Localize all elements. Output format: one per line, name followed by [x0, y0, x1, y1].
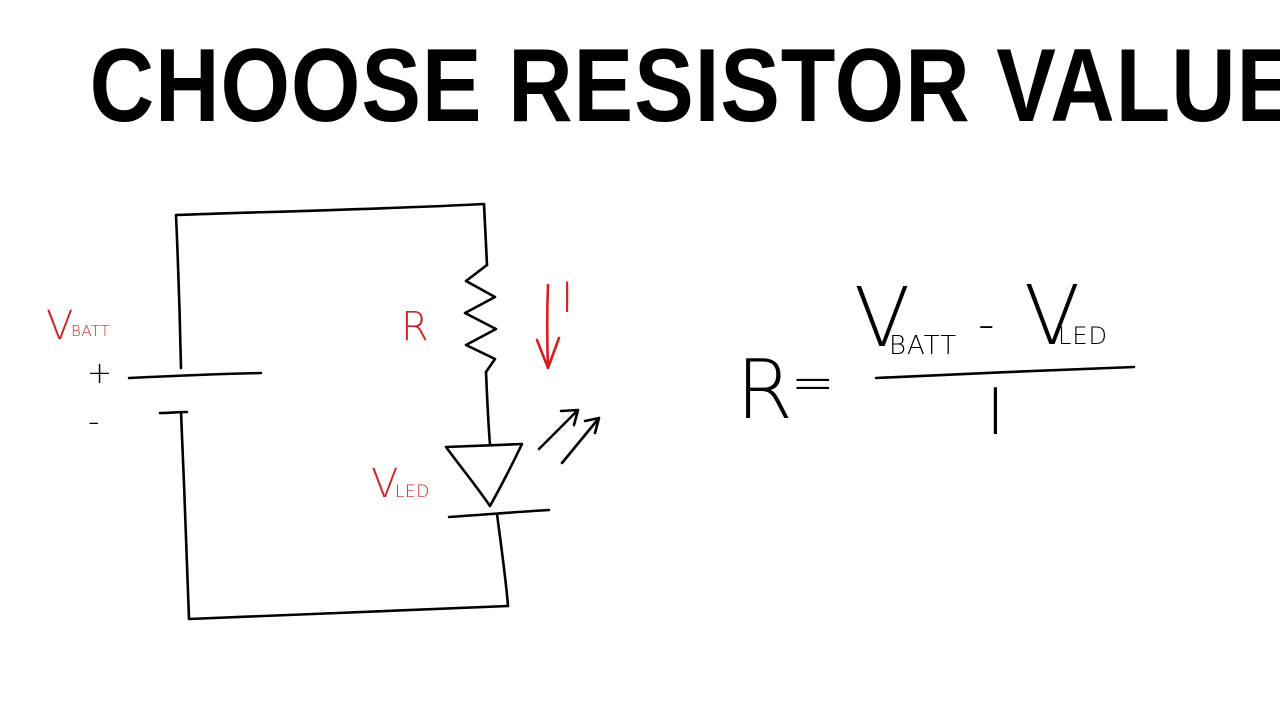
wire-resistor-to-led [484, 370, 492, 447]
wire-left-lower [179, 410, 191, 621]
fraction-bar [874, 365, 1136, 380]
battery-minus-sign: - [88, 402, 100, 440]
battery-plus-sign: + [87, 356, 112, 391]
wire-left-upper [174, 213, 183, 370]
page-title: CHOOSE RESISTOR VALUE [89, 28, 1280, 144]
battery-short-plate [158, 410, 189, 415]
led-symbol [444, 442, 524, 508]
wire-bottom [187, 604, 510, 621]
led-cathode-bar [447, 508, 551, 519]
wire-right-to-resistor [482, 202, 489, 267]
led-light-arrow-2 [560, 416, 601, 465]
formula-lhs: R [736, 343, 793, 438]
denominator-current: I [986, 376, 1005, 450]
led-voltage-label: V [371, 461, 398, 507]
battery-voltage-label: V [46, 303, 73, 349]
wire-right-lower [495, 512, 510, 608]
battery-long-plate [127, 371, 263, 380]
led-light-arrow-1 [537, 408, 580, 451]
battery-voltage-subscript: BATT [71, 322, 110, 340]
led-voltage-subscript: LED [395, 482, 430, 502]
resistor-symbol [463, 263, 498, 374]
numerator-v-led: V [1024, 269, 1080, 364]
numerator-minus: - [978, 297, 995, 351]
numerator-batt-subscript: BATT [889, 331, 957, 361]
wire-top [174, 202, 486, 217]
resistor-label: R [401, 304, 429, 350]
formula-equals: = [791, 353, 835, 413]
current-arrow [535, 283, 561, 370]
current-label: I [561, 273, 573, 322]
numerator-v-batt: V [854, 271, 910, 366]
numerator-led-subscript: LED [1058, 322, 1108, 350]
